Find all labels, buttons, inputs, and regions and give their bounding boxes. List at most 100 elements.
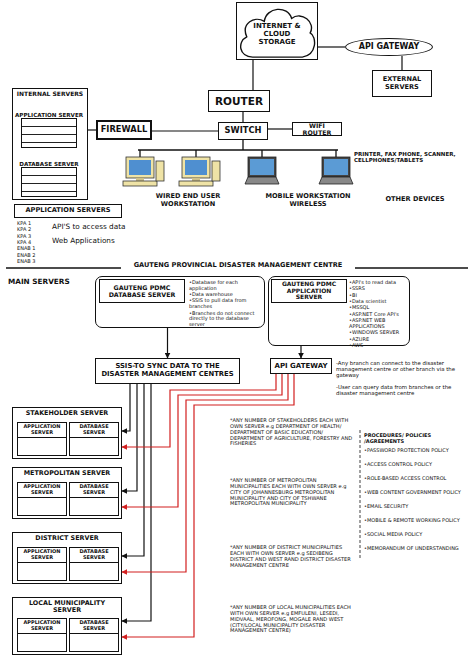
node-text: •ASP.NET WEB APPLICATIONS [349, 318, 410, 330]
node-text: FIREWALL [101, 125, 148, 135]
node-text: DATABASE SERVER [70, 483, 118, 498]
module-code: KPA 4 [17, 240, 49, 246]
server-group-box: LOCAL MUNICIPALITY SERVER APPLICATION SER… [12, 597, 122, 655]
node-text: DATABASE SERVER [70, 619, 118, 634]
desktop-computer-icon [129, 160, 151, 175]
server-box: APPLICATION SERVER [17, 482, 67, 516]
policy-item: •WEB CONTENT GOVERNMENT POLICY [364, 490, 472, 496]
laptop-icon [250, 159, 274, 175]
node-text: EXTERNAL SERVERS [375, 76, 429, 91]
node-text: LOCAL MUNICIPALITY SERVER [15, 600, 119, 615]
desktop-computer-icon [179, 157, 220, 186]
connector-line [88, 129, 96, 130]
node-text: DISTRICT SERVER [15, 535, 119, 542]
laptop-icon [319, 177, 353, 184]
policy-item: •ACCESS CONTROL POLICY [364, 462, 472, 468]
desktop-computer-icon [182, 157, 210, 178]
gateway-box: API GATEWAY [270, 358, 332, 374]
laptop-icon [324, 159, 348, 175]
server-box: APPLICATION SERVER [17, 618, 67, 652]
device-label: MOBILE WORKSTATION WIRELESS [258, 193, 358, 208]
laptop-icon [322, 157, 350, 177]
connector-line [268, 128, 292, 129]
policy-item: •PASSWORD PROTECTION POLICY [364, 448, 472, 454]
node-text: •BI [349, 293, 410, 299]
module-code: ENAB 2 [17, 253, 49, 259]
laptop-icon [319, 157, 353, 184]
connector-line [122, 374, 276, 447]
connector-line [152, 130, 218, 131]
server-box: APPLICATION SERVER [17, 547, 67, 581]
node-text: DATABASE SERVER [70, 548, 118, 563]
server-group-box: METROPOLITAN SERVERAPPLICATION SERVERDAT… [12, 467, 122, 519]
server-box: APPLICATION SERVERS [14, 204, 122, 218]
server-box: GAUTENG PDMC APPLICATION SERVER [271, 279, 347, 303]
node-text: •SSRS [349, 286, 410, 292]
connector-line [318, 46, 345, 47]
server-group-box: •API's to read data•SSRS•BI•Data scienti… [268, 276, 410, 346]
network-bus [138, 149, 338, 150]
node-text: •Branches do not connect directly to the… [189, 311, 264, 328]
device-label: PRINTER, FAX PHONE, SCANNER, CELLPHONES/… [354, 151, 470, 164]
module-code: KPA 2 [17, 227, 49, 233]
section-title: GAUTENG PROVINCIAL DISASTER MANAGEMENT C… [121, 262, 355, 270]
node-text: API GATEWAY [359, 42, 420, 51]
node-text: APPLICATION SERVER [18, 548, 66, 563]
connector-line [122, 384, 151, 621]
node-text: •SSIS to pull data from branches [189, 298, 264, 310]
node-text: •AWS [349, 343, 410, 349]
note-text: API'S to access data [52, 223, 152, 231]
server-box: DATABASE SERVER [69, 482, 119, 516]
policy-item: •EMAIL SECURITY [364, 504, 472, 510]
node-text: APPLICATION SERVER [14, 112, 84, 118]
cloud-outline [241, 9, 315, 57]
network-bus [195, 150, 196, 157]
laptop-icon [245, 177, 279, 184]
module-code: KPA 1 [17, 221, 49, 227]
policy-item: •MOBILE & REMOTE WORKING POLICY [364, 518, 472, 524]
server-box: DATABASE SERVER [69, 618, 119, 652]
note-text: -User can query data from branches or th… [336, 384, 458, 396]
note-text: -Any branch can connect to the disaster … [336, 360, 458, 379]
process-box: SSIS-TO SYNC DATA TO THE DISASTER MANAGE… [95, 358, 240, 384]
connector-line [300, 346, 301, 358]
node-text: •API's to read data [349, 280, 410, 286]
policy-item: •MEMORANDUM OF UNDERSTANDING [364, 546, 472, 552]
text-column: •Database for each application•Data ware… [189, 280, 264, 328]
server-group-box: INTERNAL SERVERSAPPLICATION SERVERDATABA… [12, 88, 88, 200]
desktop-computer-icon [156, 161, 164, 181]
cloud-shape: INTERNET & CLOUD STORAGE [236, 2, 318, 60]
server-box: DATABASE SERVER [69, 547, 119, 581]
text-column: •API's to read data•SSRS•BI•Data scienti… [349, 280, 410, 349]
node-text: •AZURE [349, 337, 410, 343]
desktop-computer-icon [192, 178, 200, 181]
server-box: EXTERNAL SERVERS [372, 70, 432, 97]
connector-line [122, 384, 144, 556]
router-box: ROUTER [208, 90, 270, 112]
node-text: INTERNET & CLOUD STORAGE [252, 22, 302, 46]
node-text: WIFI ROUTER [295, 122, 339, 136]
connector-line [252, 60, 253, 90]
switch-box: SWITCH [218, 122, 268, 140]
module-code: KPA 3 [17, 234, 49, 240]
note-text: *ANY NUMBER OF STAKEHOLDERS EACH WITH OW… [230, 418, 356, 447]
connector-line [122, 374, 282, 507]
firewall-box: FIREWALL [96, 120, 152, 140]
policy-item: •ROLE-BASED ACCESS CONTROL [364, 476, 472, 482]
node-text: •MSSQL [349, 305, 410, 311]
network-bus [242, 140, 243, 150]
network-bus [139, 150, 140, 157]
node-text: APPLICATION SERVER [18, 423, 66, 438]
node-text: •Database for each application [189, 280, 264, 292]
server-box: DATABASE SERVER [69, 422, 119, 456]
desktop-computer-icon [136, 178, 144, 181]
module-code: ENAB 3 [17, 259, 49, 265]
connector-line [122, 374, 294, 637]
device-label: WIRED END USER WORKSTATION [138, 193, 238, 208]
node-text: APPLICATION SERVER [18, 619, 66, 634]
node-text: DATABASE SERVER [70, 423, 118, 438]
section-title: MAIN SERVERS [8, 278, 92, 286]
